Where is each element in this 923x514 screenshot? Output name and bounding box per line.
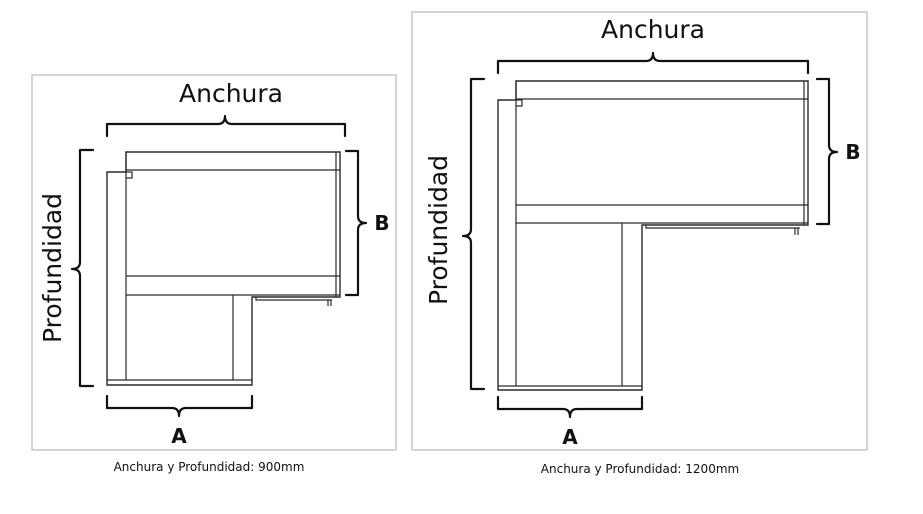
panel-900mm: Anchura Profundidad B A Anchura y Profun… xyxy=(31,74,397,474)
depth-brace xyxy=(70,148,95,388)
depth-label: Profundidad xyxy=(38,193,67,343)
b-brace xyxy=(344,149,368,297)
a-brace xyxy=(105,394,254,418)
width-label: Anchura xyxy=(601,15,705,44)
l-cabinet-drawing xyxy=(497,80,809,391)
panel-caption: Anchura y Profundidad: 900mm xyxy=(114,460,305,474)
width-label: Anchura xyxy=(179,79,283,108)
l-cabinet-drawing xyxy=(106,151,341,386)
panel-1200mm: Anchura Profundidad B A Anchura y Profun… xyxy=(411,11,868,476)
depth-brace xyxy=(461,77,486,391)
a-brace xyxy=(496,395,644,419)
dim-a-label: A xyxy=(562,425,578,449)
b-brace xyxy=(815,77,839,226)
depth-label: Profundidad xyxy=(424,155,453,305)
width-brace xyxy=(496,51,810,75)
width-brace xyxy=(105,114,347,138)
dim-b-label: B xyxy=(845,140,860,164)
dim-b-label: B xyxy=(374,211,389,235)
dim-a-label: A xyxy=(171,424,187,448)
panel-caption: Anchura y Profundidad: 1200mm xyxy=(541,462,739,476)
